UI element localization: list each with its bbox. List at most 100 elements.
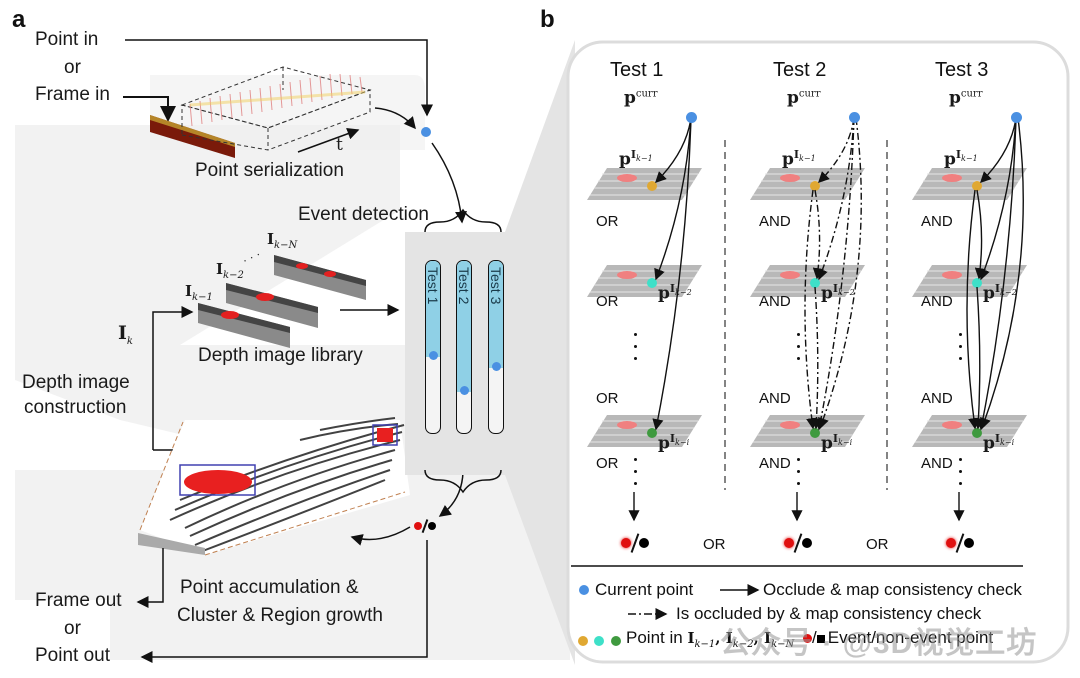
column-title-2: Test 2 xyxy=(773,59,827,81)
depth-frame-k2 xyxy=(226,283,318,328)
points-in-text: Point in xyxy=(626,628,683,647)
logic-label: AND xyxy=(759,455,791,472)
test-tube-2: Test 2 xyxy=(456,260,472,434)
frame-sub: k−2 xyxy=(732,639,754,650)
ellipsis-dot xyxy=(797,333,800,336)
frame-label-k1: Ik−1 xyxy=(185,282,213,303)
point-out-label: Point out xyxy=(35,645,110,666)
frame-point xyxy=(810,428,820,438)
test-tube-point xyxy=(429,351,438,361)
depth-plane xyxy=(750,415,865,447)
ellipsis-dot xyxy=(959,482,962,485)
depth-plane xyxy=(912,265,1027,297)
frame-point xyxy=(972,278,982,288)
test-tube-label: Test 3 xyxy=(488,267,504,305)
non-event-point xyxy=(802,538,812,548)
frame-point xyxy=(810,278,820,288)
frame-sub: k−2 xyxy=(223,270,244,281)
event-point xyxy=(946,538,956,548)
frame-label-k2: Ik−2 xyxy=(216,260,244,281)
frame-out-label: Frame out xyxy=(35,590,122,611)
logic-label: AND xyxy=(759,213,791,230)
depth-plane xyxy=(587,415,702,447)
test-tube-3: Test 3 xyxy=(488,260,504,434)
ellipsis-dot xyxy=(634,345,637,348)
logic-label: OR xyxy=(596,213,619,230)
p-curr-label: pcurr xyxy=(624,88,658,108)
watermark: 公众号 · @3D视觉工坊 xyxy=(720,627,1038,660)
check-arrow xyxy=(818,117,855,183)
logic-label: OR xyxy=(596,455,619,472)
point-label: pIk−i xyxy=(658,432,690,454)
logic-label: AND xyxy=(921,390,953,407)
point-label: pIk−1 xyxy=(782,148,816,170)
ellipsis-dot xyxy=(959,470,962,473)
column-title-1: Test 1 xyxy=(610,59,664,81)
event-point-dot xyxy=(414,522,422,530)
check-arrow xyxy=(972,286,985,430)
check-arrow xyxy=(974,189,986,280)
frame-point xyxy=(647,428,657,438)
frame-point xyxy=(647,278,657,288)
depth-library-label: Depth image library xyxy=(198,345,363,366)
between-or-2: OR xyxy=(866,536,889,553)
p-curr-dot xyxy=(686,112,697,123)
non-event-point xyxy=(964,538,974,548)
legend-current-point: Current point xyxy=(595,580,694,599)
point-label: pIk−2 xyxy=(821,282,855,304)
frame-label-kN: Ik−N xyxy=(267,230,297,251)
logic-label: OR xyxy=(596,390,619,407)
depth-construction-label-2: construction xyxy=(24,397,127,418)
logic-label: AND xyxy=(759,390,791,407)
point-label: pIk−2 xyxy=(983,282,1017,304)
event-point xyxy=(621,538,631,548)
test-tube-1: Test 1 xyxy=(425,260,441,434)
legend-nonevent-square xyxy=(816,635,825,643)
ellipsis-dot xyxy=(634,470,637,473)
test-tube-fill xyxy=(489,261,503,368)
depth-frame-kN xyxy=(274,255,366,300)
frame-point xyxy=(647,181,657,191)
logic-label: AND xyxy=(921,455,953,472)
p-base: p xyxy=(949,88,961,108)
test-tube-label: Test 2 xyxy=(456,267,472,305)
ellipsis-dot xyxy=(797,482,800,485)
check-arrow xyxy=(817,117,855,281)
logic-label: OR xyxy=(596,293,619,310)
frame-point xyxy=(972,181,982,191)
depth-plane xyxy=(587,265,702,297)
panel-a-letter: a xyxy=(12,6,26,33)
point-in-label: Point in xyxy=(35,29,99,50)
ellipsis-dot xyxy=(634,333,637,336)
point-in-arrow xyxy=(125,39,433,117)
frame-point xyxy=(810,181,820,191)
ellipsis-dot xyxy=(797,470,800,473)
frame-sub: k−1 xyxy=(192,292,213,303)
frame-base: I xyxy=(216,260,224,278)
legend-dashdot-arrow: Is occluded by & map consistency check xyxy=(676,604,982,623)
non-event-point xyxy=(639,538,649,548)
p-curr-label: pcurr xyxy=(949,88,983,108)
check-arrow xyxy=(652,117,692,431)
legend-event-text: Event/non-event point xyxy=(827,628,994,647)
ellipsis-dot xyxy=(959,333,962,336)
test-tube-point xyxy=(460,385,469,395)
image-base: I xyxy=(118,322,127,344)
depth-plane xyxy=(587,168,702,200)
point-cloud-scene xyxy=(138,417,410,556)
legend-points-in: Point in Ik−1, Ik−2, Ik−N /Event/non-eve… xyxy=(626,628,994,650)
frame-sub: k−1 xyxy=(694,639,716,650)
ellipsis-dot xyxy=(959,357,962,360)
check-arrow xyxy=(979,117,1017,281)
check-arrow xyxy=(810,286,823,430)
ellipsis-dot xyxy=(959,458,962,461)
point-label: pIk−2 xyxy=(658,282,692,304)
depth-plane xyxy=(912,415,1027,447)
ellipsis-dot xyxy=(959,345,962,348)
check-arrow xyxy=(815,117,855,431)
test-tube-label: Test 1 xyxy=(425,267,441,305)
legend-ki-dot xyxy=(611,636,621,646)
frame-sub: k−N xyxy=(274,240,298,251)
ik-arrow xyxy=(152,306,194,450)
